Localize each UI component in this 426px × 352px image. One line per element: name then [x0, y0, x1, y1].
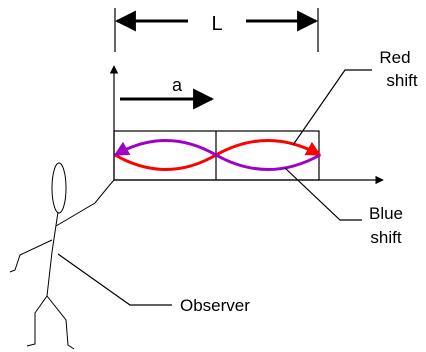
length-label: L — [211, 13, 222, 35]
red-shift-leader — [292, 69, 372, 146]
red-shift-label-line2: shift — [386, 71, 417, 90]
blue-shift-label-line1: Blue — [369, 204, 403, 223]
acceleration-label: a — [172, 75, 183, 95]
red-shift-annotation: Red shift — [292, 48, 418, 146]
purple-wave — [113, 139, 321, 171]
observer-right-leg — [46, 295, 75, 350]
observer-annotation: Observer — [57, 253, 250, 315]
blue-shift-leader — [284, 167, 362, 221]
observer-body — [46, 211, 59, 297]
observer-leader — [57, 253, 172, 306]
length-dimension: L — [114, 8, 319, 52]
observer-left-arm — [9, 239, 53, 273]
observer-head — [51, 162, 67, 214]
red-shift-label-line1: Red — [379, 48, 410, 67]
observer-right-arm — [55, 179, 115, 227]
observer-figure — [9, 162, 115, 350]
blue-shift-label-line2: shift — [370, 228, 401, 247]
observer-label: Observer — [180, 296, 250, 315]
observer-left-leg — [26, 295, 48, 347]
acceleration-indicator: a — [120, 75, 215, 110]
blue-shift-annotation: Blue shift — [284, 167, 403, 247]
